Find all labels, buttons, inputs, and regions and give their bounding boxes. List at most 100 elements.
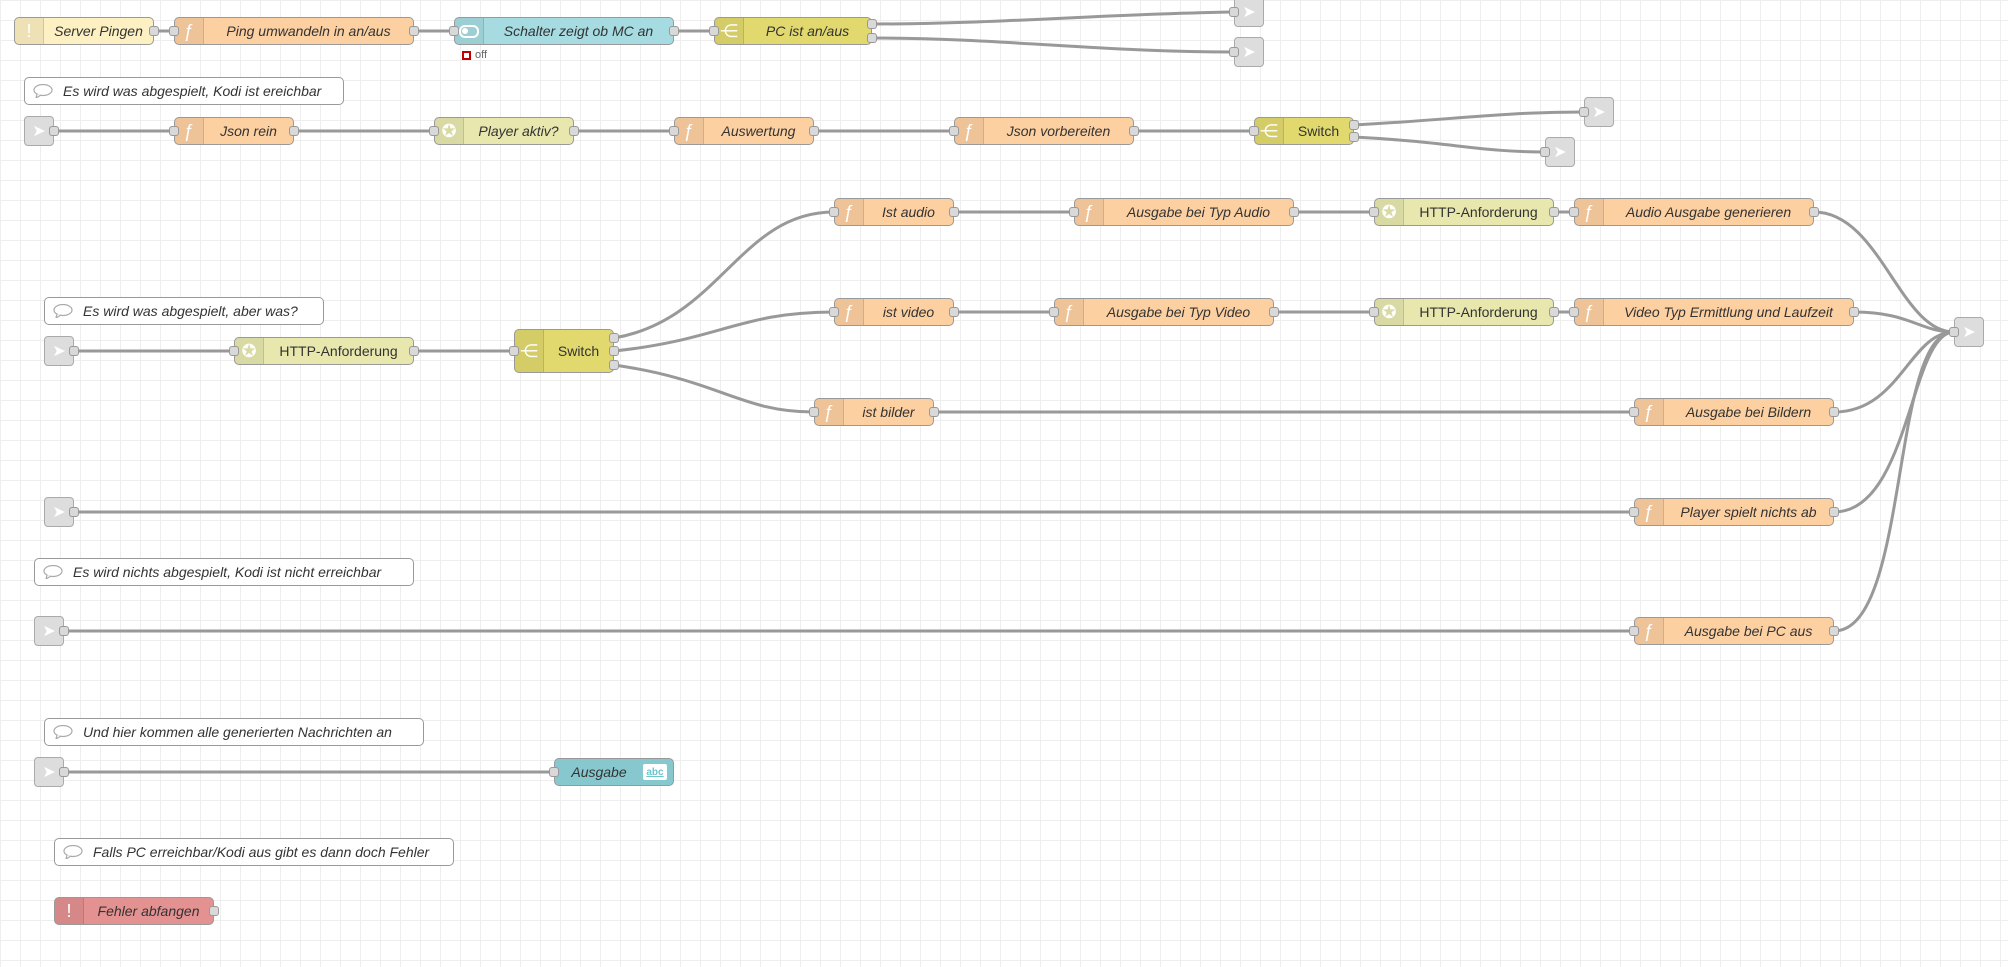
output-port[interactable] [149,26,159,36]
output-port[interactable] [59,767,69,777]
output-port[interactable] [569,126,579,136]
input-port[interactable] [1629,507,1639,517]
output-port[interactable] [1289,207,1299,217]
output-port[interactable] [929,407,939,417]
input-port[interactable] [949,126,959,136]
output-port[interactable] [809,126,819,136]
input-port[interactable] [1229,47,1239,57]
output-port[interactable] [289,126,299,136]
output-port[interactable] [1809,207,1819,217]
function-icon: ƒ [175,18,204,44]
input-port[interactable] [229,346,239,356]
switch-node-1[interactable]: ⋲ Switch [1254,117,1354,145]
http-node-audio[interactable]: ✪ HTTP-Anforderung [1374,198,1554,226]
input-port[interactable] [1629,407,1639,417]
output-port[interactable] [1829,626,1839,636]
function-node-video-typ[interactable]: ƒ Video Typ Ermittlung und Laufzeit [1574,298,1854,326]
output-port[interactable] [867,33,877,43]
function-node-ist-bilder[interactable]: ƒ ist bilder [814,398,934,426]
output-port[interactable] [949,207,959,217]
input-port[interactable] [709,26,719,36]
input-port[interactable] [829,307,839,317]
input-port[interactable] [549,767,559,777]
input-port[interactable] [449,26,459,36]
output-port[interactable] [1349,132,1359,142]
output-port[interactable] [949,307,959,317]
link-out-node[interactable]: ➤ [1545,137,1575,167]
input-port[interactable] [1569,307,1579,317]
function-node-player-nichts[interactable]: ƒ Player spielt nichts ab [1634,498,1834,526]
output-port[interactable] [1829,507,1839,517]
comment-node[interactable]: Falls PC erreichbar/Kodi aus gibt es dan… [54,838,454,866]
output-port[interactable] [669,26,679,36]
input-port[interactable] [1229,7,1239,17]
function-node-ausgabe-bildern[interactable]: ƒ Ausgabe bei Bildern [1634,398,1834,426]
output-port[interactable] [59,626,69,636]
output-port[interactable] [1549,207,1559,217]
switch-node-pc[interactable]: ⋲ PC ist an/aus [714,17,872,45]
input-port[interactable] [1049,307,1059,317]
input-port[interactable] [169,26,179,36]
output-port[interactable] [1269,307,1279,317]
comment-node[interactable]: Es wird nichts abgespielt, Kodi ist nich… [34,558,414,586]
output-port[interactable] [1129,126,1139,136]
function-node-ping-umwandeln[interactable]: ƒ Ping umwandeln in an/aus [174,17,414,45]
output-port[interactable] [867,19,877,29]
node-label: Ausgabe bei PC aus [1684,623,1813,639]
function-node-json-rein[interactable]: ƒ Json rein [174,117,294,145]
output-port[interactable] [1829,407,1839,417]
comment-node[interactable]: Es wird was abgespielt, aber was? [44,297,324,325]
input-port[interactable] [169,126,179,136]
switch-node-2[interactable]: ⋲ Switch [514,329,614,373]
output-port[interactable] [609,346,619,356]
input-port[interactable] [1069,207,1079,217]
input-port[interactable] [1369,307,1379,317]
input-port[interactable] [509,346,519,356]
function-node-ist-video[interactable]: ƒ ist video [834,298,954,326]
debug-node-ausgabe[interactable]: Ausgabe abc [554,758,674,786]
input-port[interactable] [1579,107,1589,117]
output-port[interactable] [49,126,59,136]
function-node-json-vorbereiten[interactable]: ƒ Json vorbereiten [954,117,1134,145]
comment-node[interactable]: Und hier kommen alle generierten Nachric… [44,718,424,746]
input-port[interactable] [1249,126,1259,136]
function-node-audio-generieren[interactable]: ƒ Audio Ausgabe generieren [1574,198,1814,226]
ping-node[interactable]: ! Server Pingen [14,17,154,45]
input-port[interactable] [429,126,439,136]
http-node-player-aktiv[interactable]: ✪ Player aktiv? [434,117,574,145]
wire [1353,110,1585,127]
input-port[interactable] [1629,626,1639,636]
http-node-video[interactable]: ✪ HTTP-Anforderung [1374,298,1554,326]
comment-node[interactable]: Es wird was abgespielt, Kodi ist ereichb… [24,77,344,105]
input-port[interactable] [809,407,819,417]
link-out-node[interactable]: ➤ [1954,317,1984,347]
output-port[interactable] [609,333,619,343]
input-port[interactable] [1949,327,1959,337]
link-out-node[interactable]: ➤ [1234,0,1264,27]
output-port[interactable] [409,346,419,356]
function-node-pc-aus[interactable]: ƒ Ausgabe bei PC aus [1634,617,1834,645]
output-port[interactable] [1549,307,1559,317]
function-node-auswertung[interactable]: ƒ Auswertung [674,117,814,145]
output-port[interactable] [609,360,619,370]
output-port[interactable] [409,26,419,36]
dashboard-switch-node[interactable]: Schalter zeigt ob MC an [454,17,674,45]
input-port[interactable] [1369,207,1379,217]
input-port[interactable] [829,207,839,217]
function-node-ausgabe-video[interactable]: ƒ Ausgabe bei Typ Video [1054,298,1274,326]
catch-node[interactable]: ! Fehler abfangen [54,897,214,925]
debug-icon[interactable]: abc [643,764,667,780]
input-port[interactable] [1540,147,1550,157]
output-port[interactable] [1849,307,1859,317]
http-node-main[interactable]: ✪ HTTP-Anforderung [234,337,414,365]
link-out-node[interactable]: ➤ [1234,37,1264,67]
function-node-ist-audio[interactable]: ƒ Ist audio [834,198,954,226]
input-port[interactable] [669,126,679,136]
wire [613,210,835,340]
input-port[interactable] [1569,207,1579,217]
output-port[interactable] [69,507,79,517]
output-port[interactable] [69,346,79,356]
output-port[interactable] [1349,120,1359,130]
output-port[interactable] [209,906,219,916]
function-node-ausgabe-audio[interactable]: ƒ Ausgabe bei Typ Audio [1074,198,1294,226]
